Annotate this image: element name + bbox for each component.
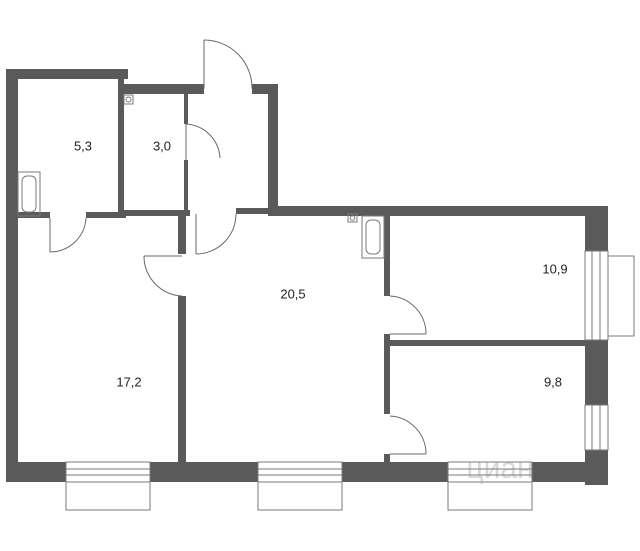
toilet-fixture-icon: [123, 94, 134, 105]
window-right-top: [584, 250, 635, 341]
windows: [65, 250, 635, 511]
window-right-bottom: [584, 404, 609, 451]
toilet-door: [185, 123, 221, 160]
entrance-door: [203, 39, 253, 90]
interior-walls: [18, 79, 585, 462]
room-area-bedroom-2: 9,8: [544, 374, 562, 389]
large-room-door: [143, 255, 183, 297]
window-bottom-right: [447, 461, 533, 511]
corridor-door: [195, 213, 237, 255]
window-bottom-left: [65, 461, 151, 511]
room-area-bathroom: 5,3: [74, 138, 92, 153]
exterior-walls: [6, 69, 608, 485]
room-area-living: 20,5: [280, 286, 305, 301]
bathroom-sink-icon: [17, 171, 41, 217]
room-area-large-room: 17,2: [116, 374, 141, 389]
window-bottom-middle: [257, 461, 343, 511]
room-area-toilet: 3,0: [153, 138, 171, 153]
kitchen-sink-icon: [347, 213, 385, 259]
room-labels: 5,3 3,0 20,5 10,9 9,8 17,2: [74, 138, 568, 389]
bedroom-1-door: [389, 295, 427, 335]
bathroom-door: [49, 217, 87, 253]
bedroom-2-door: [389, 415, 427, 455]
doors: [49, 39, 427, 455]
room-area-bedroom-1: 10,9: [542, 261, 567, 276]
fixtures: [17, 94, 385, 259]
